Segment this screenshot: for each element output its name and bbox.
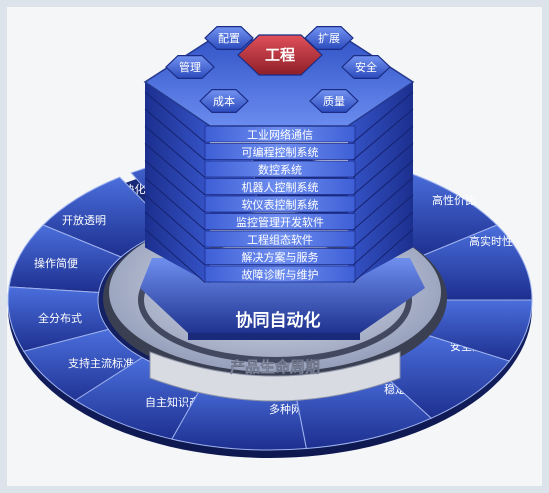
ring-segment — [7, 286, 110, 352]
ring-segment — [23, 328, 150, 407]
hex-cost — [199, 88, 249, 114]
ring-segment-label: 高实时性 — [469, 234, 513, 248]
ring-segment-label: 高性价比 — [432, 193, 476, 207]
tower-layer-edge-left — [144, 91, 206, 143]
collab-label: 协同自动化 — [236, 310, 321, 331]
tower-layer — [204, 230, 356, 248]
tower-layer — [204, 265, 356, 283]
tower-layer-edge-right — [352, 228, 414, 283]
tower-layer — [204, 195, 356, 213]
tower-left-face — [145, 82, 210, 284]
tower-layer — [204, 213, 356, 230]
tower-layer-edge-left — [144, 177, 206, 231]
tower-layer — [204, 178, 356, 195]
tower-layer-edge-left — [144, 228, 206, 283]
ring-segments: 模块化开放透明操作简便全分布式支持主流标准自主知识产权多种网络集成稳定可靠安全防… — [7, 149, 533, 451]
tower-layer-edge-right — [352, 211, 414, 266]
tower-layer-label: 软仪表控制系统 — [242, 198, 319, 212]
ring-segment — [8, 224, 122, 294]
tower-layer — [204, 160, 356, 178]
lifecycle-label: 产品生命周期 — [230, 358, 320, 376]
tower-layer-edge-left — [144, 143, 206, 196]
ring-segment-label: 操作简便 — [34, 256, 78, 270]
tower-layer-label: 工业网络通信 — [247, 128, 313, 142]
ring-segment-label: 开放透明 — [62, 213, 106, 227]
tower-layer — [204, 248, 356, 265]
hex-config-label: 配置 — [218, 32, 240, 45]
tower-layer-label: 数控系统 — [258, 163, 302, 177]
tower-layer-edge-right — [352, 194, 414, 248]
hex-quality — [309, 88, 359, 114]
tower-layer-label: 可编程控制系统 — [242, 145, 319, 159]
hex-expand-label: 扩展 — [318, 31, 340, 45]
hex-center — [237, 34, 323, 76]
hex-center-label: 工程 — [265, 46, 295, 64]
tower-layer-edge-right — [352, 143, 414, 196]
tower-layer-edge-left — [144, 211, 206, 266]
tower-layer — [204, 143, 356, 160]
tower-layer-edge-right — [352, 91, 414, 143]
tower-layer-label: 监控管理开发软件 — [236, 215, 324, 229]
ring-segment — [42, 176, 173, 258]
tower-layer-edge-right — [352, 108, 414, 161]
tower-layer-label: 解决方案与服务 — [242, 250, 319, 264]
tower-layer-label: 故障诊断与维护 — [242, 268, 319, 282]
hex-config — [204, 26, 254, 51]
tower-layer-edge-right — [352, 177, 414, 231]
tower-base-edge — [188, 333, 360, 340]
lifecycle-band — [149, 351, 401, 402]
tower-layer-label: 机器人控制系统 — [242, 180, 319, 194]
hex-security-label: 安全 — [355, 60, 377, 74]
hex-security — [341, 54, 391, 80]
hex-manage-label: 管理 — [179, 60, 201, 74]
tower-layer-edge-right — [352, 125, 414, 178]
ring-segment-label: 全分布式 — [38, 311, 82, 325]
hex-manage — [165, 54, 215, 80]
tower-layer-edge-left — [144, 194, 206, 248]
tower-layer-edge-right — [352, 160, 414, 213]
tower-layer-edge-left — [144, 160, 206, 213]
tower: 工业网络通信可编程控制系统数控系统机器人控制系统软仪表控制系统监控管理开发软件工… — [144, 82, 414, 284]
tower-layer-edge-left — [144, 125, 206, 178]
hex-quality-label: 质量 — [323, 95, 345, 108]
hex-cost-label: 成本 — [213, 94, 235, 108]
tower-layer-edge-left — [144, 108, 206, 161]
tower-right-face — [348, 82, 413, 284]
ring-segment-label: 支持主流标准 — [68, 356, 134, 370]
tower-layer-label: 工程组态软件 — [247, 233, 313, 247]
